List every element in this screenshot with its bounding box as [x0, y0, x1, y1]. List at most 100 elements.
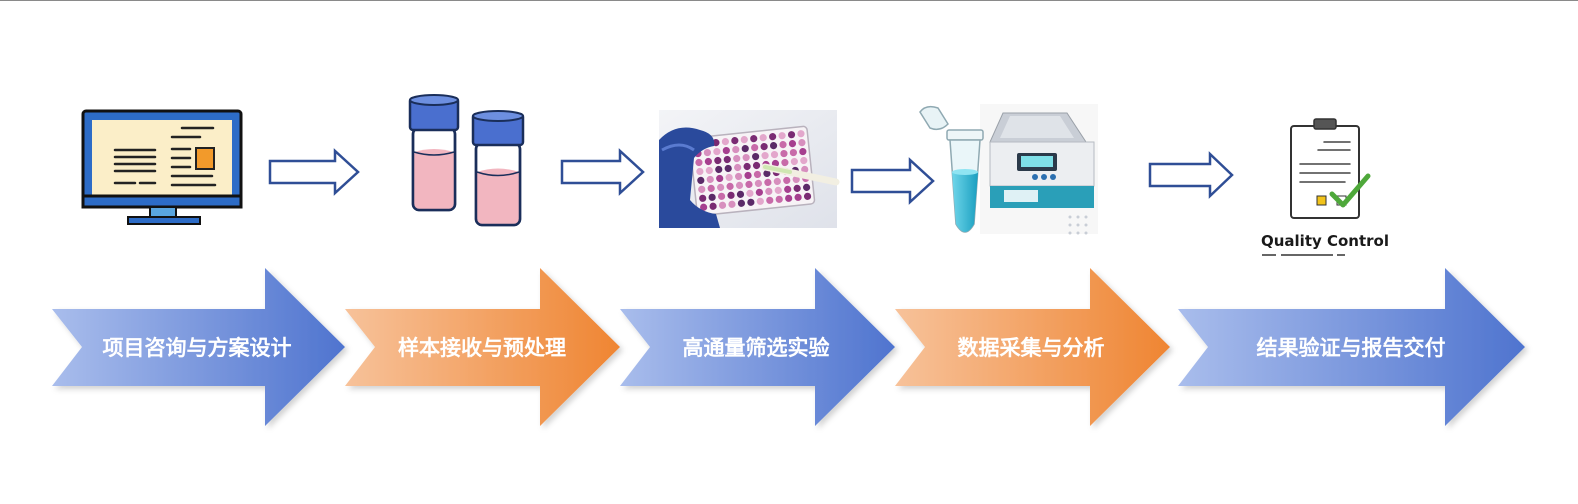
- plate-well: [700, 203, 708, 211]
- plate-well: [715, 165, 723, 174]
- plate-well: [764, 178, 772, 187]
- plate-well: [788, 140, 797, 148]
- outline-arrow-1: [268, 148, 360, 196]
- plate-well: [759, 134, 767, 142]
- plate-well: [752, 161, 761, 170]
- plate-well: [789, 148, 798, 157]
- plate-well: [794, 193, 802, 201]
- plate-well: [783, 176, 791, 185]
- plate-well: [800, 156, 808, 165]
- process-arrow-2: [345, 268, 620, 426]
- plate-well: [769, 142, 778, 150]
- plate-well: [785, 194, 793, 202]
- step-label-3: 高通量筛选实验: [683, 335, 830, 360]
- plate-well: [724, 164, 732, 173]
- process-arrow-4: [895, 268, 1170, 426]
- plate-well: [770, 150, 779, 159]
- plate-well: [706, 175, 714, 184]
- sample-vials-icon: [408, 94, 525, 227]
- plate-well: [773, 177, 781, 186]
- plate-well: [798, 139, 806, 147]
- plate-well: [708, 193, 716, 201]
- quality-control-label: Quality Control: [1261, 232, 1389, 250]
- well-plate-photo: [659, 110, 840, 228]
- plate-well: [723, 155, 731, 164]
- plate-well: [746, 189, 754, 197]
- plate-well: [745, 180, 753, 188]
- plate-well: [752, 152, 760, 161]
- plate-well: [717, 192, 726, 200]
- plate-well: [747, 198, 755, 206]
- plate-well: [756, 197, 764, 205]
- plate-well: [726, 182, 734, 190]
- plate-well: [803, 192, 812, 200]
- plate-well: [713, 147, 721, 156]
- plate-well: [703, 148, 712, 157]
- step-label-1: 项目咨询与方案设计: [103, 335, 292, 360]
- plate-well: [793, 184, 801, 192]
- plate-well: [750, 135, 758, 143]
- plate-well: [705, 166, 713, 175]
- plate-well: [728, 200, 736, 208]
- plate-well: [781, 158, 789, 167]
- plate-well: [801, 165, 809, 174]
- outline-arrow-3: [850, 157, 935, 205]
- clipboard-checklist-icon: [1290, 118, 1371, 219]
- plate-well: [753, 170, 762, 179]
- plate-well: [742, 153, 750, 162]
- plate-well: [727, 191, 735, 199]
- plate-well: [790, 157, 798, 166]
- plate-well: [799, 147, 807, 156]
- plate-well: [722, 146, 730, 155]
- plate-well: [734, 172, 743, 181]
- plate-well: [736, 190, 745, 198]
- plate-well: [780, 149, 788, 158]
- plate-well: [784, 185, 792, 193]
- plate-well: [765, 187, 773, 195]
- plate-well: [787, 131, 796, 139]
- step-label-4: 数据采集与分析: [958, 335, 1105, 360]
- plate-well: [709, 202, 717, 210]
- plate-well: [714, 156, 722, 165]
- plate-well: [731, 137, 739, 145]
- plate-well: [740, 136, 748, 144]
- plate-well: [733, 154, 741, 163]
- computer-monitor-icon: [81, 109, 243, 225]
- plate-well: [717, 183, 725, 191]
- plate-well: [778, 132, 786, 140]
- plate-well: [737, 199, 746, 207]
- plate-well: [763, 169, 771, 178]
- plate-well: [697, 176, 705, 185]
- step-label-2: 样本接收与预处理: [398, 335, 566, 360]
- process-arrow-3: [620, 268, 895, 426]
- plate-well: [696, 167, 704, 176]
- plate-well: [754, 179, 763, 188]
- plate-well: [803, 183, 811, 191]
- plate-well: [695, 158, 703, 167]
- centrifuge-tube-analyzer-icon: [919, 104, 1098, 235]
- process-arrow-5: [1178, 268, 1525, 426]
- plate-well: [718, 201, 727, 209]
- plate-well: [775, 195, 783, 203]
- plate-well: [797, 130, 805, 138]
- plate-well: [766, 196, 774, 204]
- step-label-5: 结果验证与报告交付: [1257, 335, 1446, 360]
- plate-well: [734, 163, 742, 172]
- outline-arrow-4: [1148, 151, 1234, 199]
- plate-well: [769, 133, 777, 141]
- outline-arrow-2: [560, 148, 645, 196]
- process-arrow-1: [52, 268, 345, 426]
- plate-well: [716, 174, 724, 183]
- top-border-line: [0, 0, 1578, 1]
- plate-well: [779, 141, 787, 149]
- plate-well: [698, 185, 706, 193]
- plate-well: [774, 186, 782, 194]
- plate-well: [735, 181, 744, 189]
- plate-well: [721, 138, 729, 146]
- plate-well: [732, 145, 740, 154]
- plate-well: [792, 175, 800, 184]
- plate-well: [699, 194, 707, 202]
- plate-well: [707, 184, 715, 192]
- plate-well: [704, 157, 712, 166]
